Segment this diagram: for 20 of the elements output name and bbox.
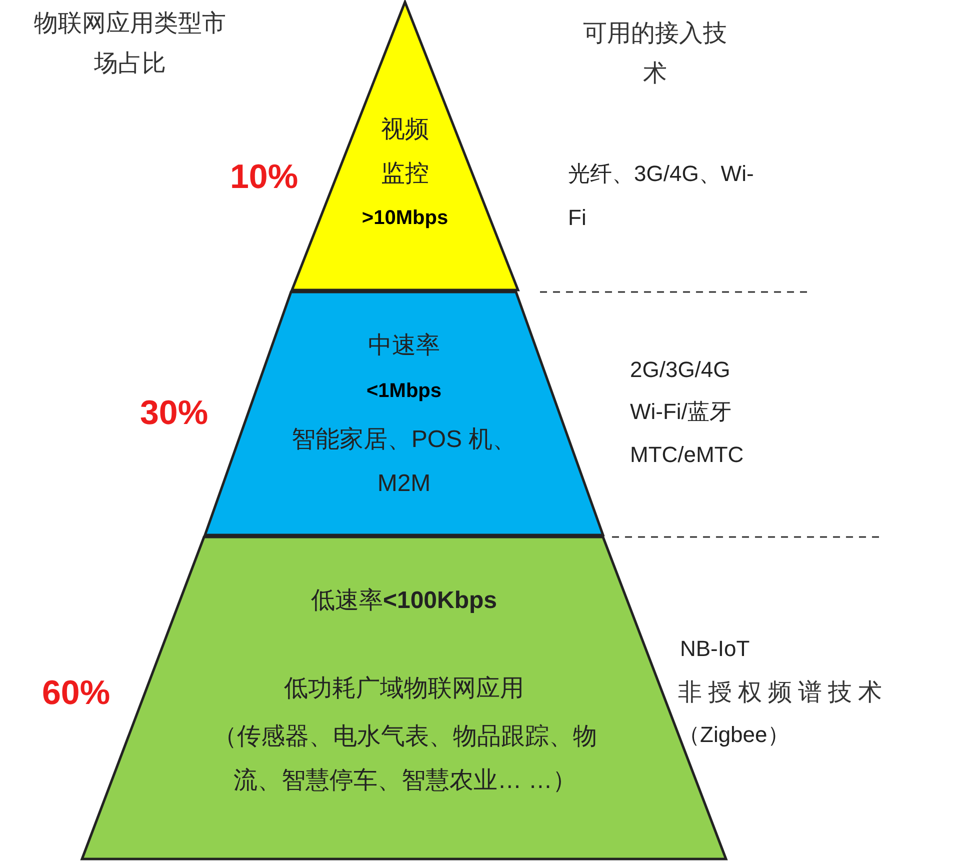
segment-text: <1Mbps (365, 379, 443, 404)
segment-text: >10Mbps (360, 206, 450, 231)
technology-text: （Zigbee） (678, 721, 790, 749)
technology-text: 光纤、3G/4G、Wi-Fi (568, 160, 755, 232)
segment-text: 智能家居、POS 机、M2M (290, 425, 518, 499)
segment-text: 低功耗广域物联网应用 (283, 674, 525, 704)
percentage-label: 30% (140, 393, 210, 434)
segment-text: （传感器、电水气表、物品跟踪、物流、智慧停车、智慧农业… …） (212, 722, 598, 796)
segment-text: 低速率<100Kbps (310, 586, 498, 616)
technology-text: 非授权频谱技术 (678, 678, 889, 708)
axis-heading: 物联网应用类型市场占比 (33, 9, 227, 79)
technology-text: Wi-Fi/蓝牙 (630, 398, 732, 426)
column-heading: 可用的接入技术 (582, 19, 728, 89)
segment-text: 视频监控 (380, 115, 430, 189)
segment-text: 中速率 (367, 331, 441, 361)
technology-text: 2G/3G/4G (630, 356, 732, 384)
technology-text: MTC/eMTC (630, 441, 745, 469)
percentage-label: 10% (230, 157, 300, 198)
technology-text: NB-IoT (680, 635, 751, 663)
percentage-label: 60% (42, 673, 112, 714)
